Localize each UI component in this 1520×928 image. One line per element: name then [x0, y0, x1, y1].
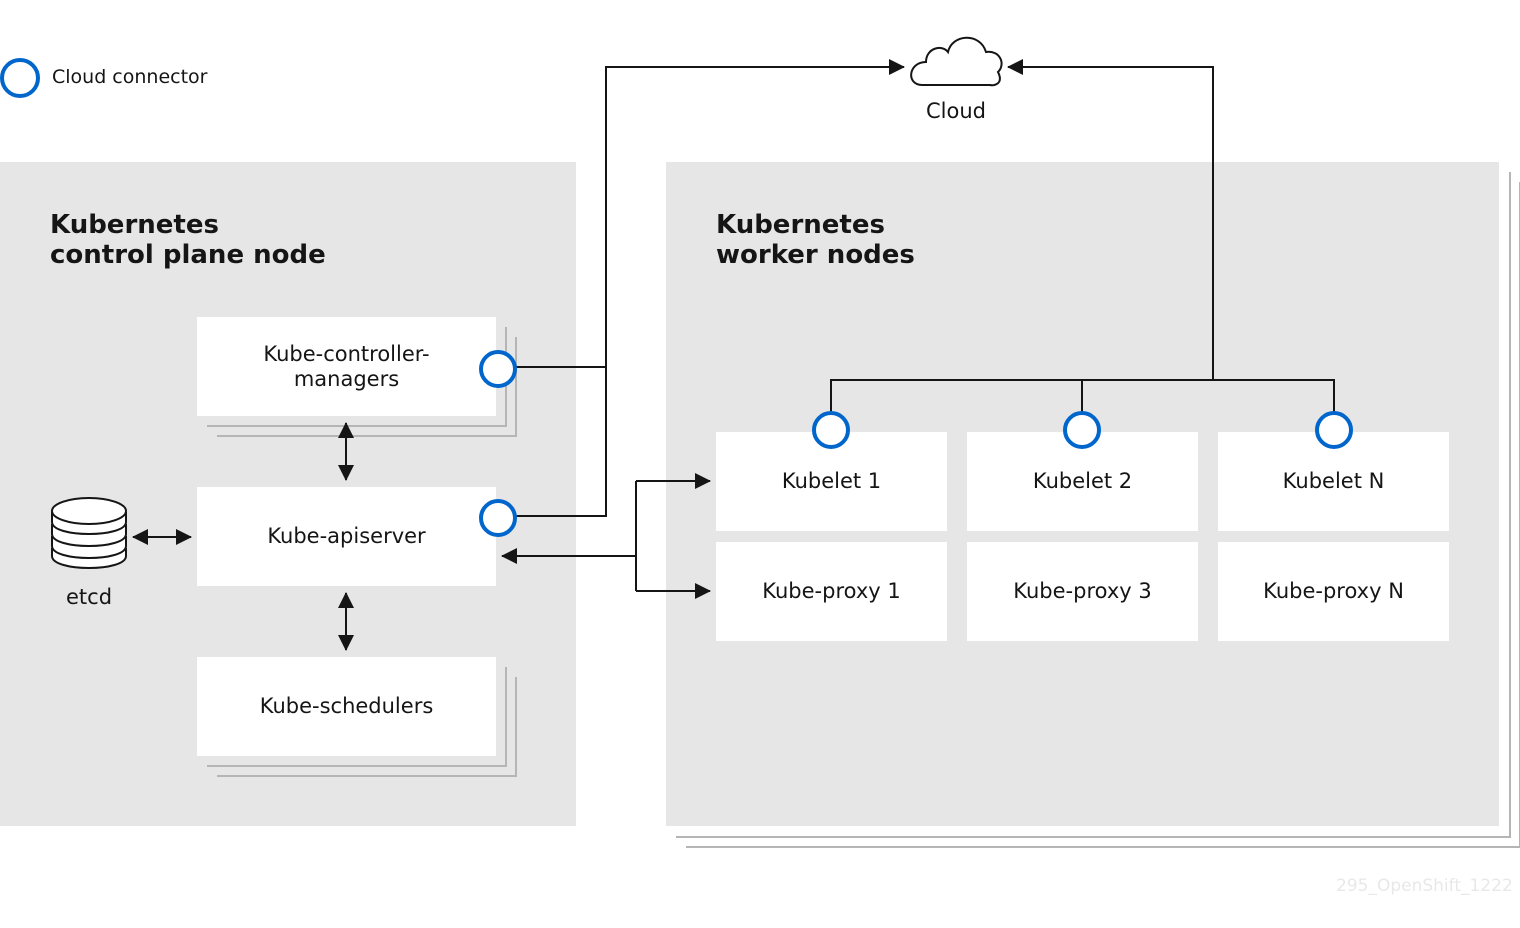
control-plane-title: Kubernetes control plane node — [50, 210, 326, 270]
worker-panel-stack-1 — [676, 172, 1511, 838]
schedulers-stack-2 — [217, 677, 517, 777]
etcd-label: etcd — [66, 585, 113, 609]
kubelet-1-cloud-connector-icon — [812, 411, 850, 449]
workers-to-cloud-line — [1007, 59, 1214, 380]
kube-proxy-box: Kube-proxy 1 — [716, 542, 947, 641]
kube-proxy-box: Kube-proxy N — [1218, 542, 1449, 641]
apiserver-to-cloud-line — [512, 59, 905, 517]
legend-label: Cloud connector — [52, 66, 208, 88]
etcd-database-icon — [51, 497, 127, 569]
controller-cloud-connector-icon — [479, 350, 517, 388]
kubelet-2-cloud-connector-icon — [1063, 411, 1101, 449]
apiserver-cloud-connector-icon — [479, 499, 517, 537]
figure-id-watermark: 295_OpenShift_1222 — [1336, 876, 1513, 896]
kubelet-n-cloud-connector-icon — [1315, 411, 1353, 449]
schedulers-stack-1 — [207, 667, 507, 767]
kube-apiserver-box: Kube-apiserver — [197, 487, 496, 586]
kube-schedulers-box: Kube-schedulers — [197, 657, 496, 756]
controller-managers-stack-2 — [217, 337, 517, 437]
cloud-label: Cloud — [926, 99, 986, 123]
worker-nodes-title: Kubernetes worker nodes — [716, 210, 915, 270]
legend-cloud-connector-icon — [0, 58, 40, 98]
cloud-icon — [910, 36, 1003, 87]
kube-proxy-box: Kube-proxy 3 — [967, 542, 1198, 641]
kube-controller-managers-box: Kube-controller- managers — [197, 317, 496, 416]
